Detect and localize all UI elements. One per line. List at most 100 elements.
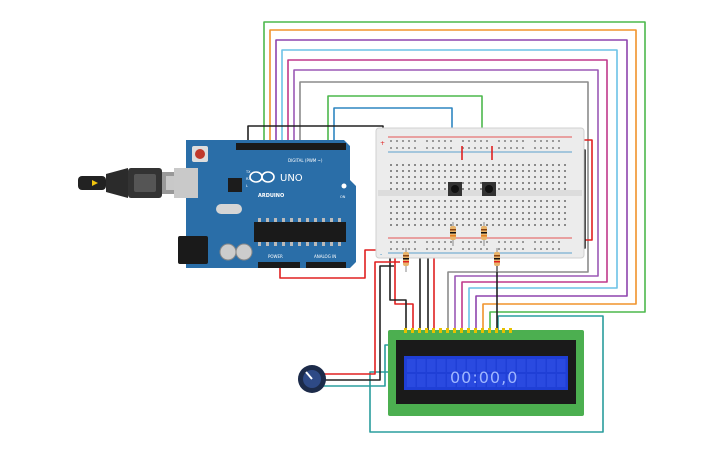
breadboard-hole[interactable] bbox=[552, 200, 554, 202]
rail-hole[interactable] bbox=[486, 147, 488, 149]
breadboard-hole[interactable] bbox=[462, 182, 464, 184]
rail-hole[interactable] bbox=[438, 147, 440, 149]
breadboard-hole[interactable] bbox=[540, 176, 542, 178]
rail-hole[interactable] bbox=[546, 147, 548, 149]
breadboard-hole[interactable] bbox=[534, 218, 536, 220]
breadboard-hole[interactable] bbox=[456, 200, 458, 202]
rail-hole[interactable] bbox=[534, 248, 536, 250]
breadboard-hole[interactable] bbox=[450, 206, 452, 208]
breadboard-hole[interactable] bbox=[492, 170, 494, 172]
rail-hole[interactable] bbox=[396, 140, 398, 142]
breadboard-hole[interactable] bbox=[432, 188, 434, 190]
breadboard-hole[interactable] bbox=[456, 212, 458, 214]
resistor-2[interactable] bbox=[481, 222, 487, 246]
rail-hole[interactable] bbox=[516, 140, 518, 142]
breadboard-hole[interactable] bbox=[504, 164, 506, 166]
breadboard-hole[interactable] bbox=[546, 176, 548, 178]
rail-hole[interactable] bbox=[438, 140, 440, 142]
breadboard-hole[interactable] bbox=[456, 170, 458, 172]
breadboard-hole[interactable] bbox=[510, 182, 512, 184]
breadboard-hole[interactable] bbox=[522, 170, 524, 172]
breadboard-hole[interactable] bbox=[516, 188, 518, 190]
breadboard-hole[interactable] bbox=[552, 188, 554, 190]
breadboard-hole[interactable] bbox=[540, 200, 542, 202]
breadboard-hole[interactable] bbox=[522, 182, 524, 184]
breadboard-hole[interactable] bbox=[468, 176, 470, 178]
lcd-pin-rw[interactable] bbox=[432, 328, 435, 333]
breadboard-hole[interactable] bbox=[534, 206, 536, 208]
breadboard-hole[interactable] bbox=[564, 188, 566, 190]
rail-hole[interactable] bbox=[498, 147, 500, 149]
breadboard-hole[interactable] bbox=[438, 200, 440, 202]
rail-hole[interactable] bbox=[480, 248, 482, 250]
breadboard-hole[interactable] bbox=[498, 206, 500, 208]
breadboard-hole[interactable] bbox=[414, 188, 416, 190]
breadboard-hole[interactable] bbox=[474, 188, 476, 190]
breadboard-hole[interactable] bbox=[432, 176, 434, 178]
rail-hole[interactable] bbox=[522, 241, 524, 243]
breadboard-hole[interactable] bbox=[522, 224, 524, 226]
rail-hole[interactable] bbox=[486, 241, 488, 243]
breadboard-hole[interactable] bbox=[516, 206, 518, 208]
breadboard-hole[interactable] bbox=[438, 188, 440, 190]
breadboard-hole[interactable] bbox=[540, 206, 542, 208]
breadboard-hole[interactable] bbox=[390, 170, 392, 172]
rail-hole[interactable] bbox=[504, 140, 506, 142]
breadboard-hole[interactable] bbox=[438, 170, 440, 172]
breadboard-hole[interactable] bbox=[492, 224, 494, 226]
breadboard-hole[interactable] bbox=[444, 182, 446, 184]
breadboard-hole[interactable] bbox=[390, 164, 392, 166]
breadboard-hole[interactable] bbox=[432, 164, 434, 166]
breadboard-hole[interactable] bbox=[516, 200, 518, 202]
breadboard-hole[interactable] bbox=[426, 182, 428, 184]
breadboard-hole[interactable] bbox=[498, 218, 500, 220]
wire-teal-lcd[interactable] bbox=[369, 315, 604, 433]
breadboard-hole[interactable] bbox=[492, 218, 494, 220]
rail-hole[interactable] bbox=[480, 147, 482, 149]
breadboard-hole[interactable] bbox=[516, 182, 518, 184]
rail-hole[interactable] bbox=[408, 147, 410, 149]
breadboard-hole[interactable] bbox=[522, 164, 524, 166]
lcd-pin-db3[interactable] bbox=[467, 328, 470, 333]
rail-hole[interactable] bbox=[504, 147, 506, 149]
breadboard-holes[interactable] bbox=[390, 140, 566, 250]
breadboard-hole[interactable] bbox=[510, 200, 512, 202]
breadboard-hole[interactable] bbox=[516, 176, 518, 178]
breadboard-hole[interactable] bbox=[408, 224, 410, 226]
rail-hole[interactable] bbox=[426, 241, 428, 243]
rail-hole[interactable] bbox=[414, 241, 416, 243]
rail-hole[interactable] bbox=[390, 147, 392, 149]
breadboard-hole[interactable] bbox=[414, 206, 416, 208]
breadboard-hole[interactable] bbox=[396, 224, 398, 226]
rail-hole[interactable] bbox=[444, 248, 446, 250]
breadboard-hole[interactable] bbox=[402, 206, 404, 208]
rail-hole[interactable] bbox=[390, 248, 392, 250]
lcd-module[interactable]: 00:00,0 bbox=[388, 328, 584, 416]
breadboard-hole[interactable] bbox=[468, 212, 470, 214]
breadboard-hole[interactable] bbox=[558, 200, 560, 202]
rail-hole[interactable] bbox=[558, 140, 560, 142]
rail-hole[interactable] bbox=[510, 147, 512, 149]
breadboard-hole[interactable] bbox=[510, 218, 512, 220]
breadboard-hole[interactable] bbox=[414, 218, 416, 220]
rail-hole[interactable] bbox=[432, 248, 434, 250]
breadboard-hole[interactable] bbox=[498, 200, 500, 202]
breadboard-hole[interactable] bbox=[516, 164, 518, 166]
rail-hole[interactable] bbox=[474, 147, 476, 149]
breadboard-hole[interactable] bbox=[516, 170, 518, 172]
breadboard-hole[interactable] bbox=[468, 188, 470, 190]
breadboard-hole[interactable] bbox=[558, 176, 560, 178]
rail-hole[interactable] bbox=[468, 241, 470, 243]
breadboard-hole[interactable] bbox=[522, 218, 524, 220]
breadboard-hole[interactable] bbox=[408, 164, 410, 166]
rail-hole[interactable] bbox=[402, 241, 404, 243]
breadboard-hole[interactable] bbox=[504, 188, 506, 190]
lcd-pin-db4[interactable] bbox=[474, 328, 477, 333]
breadboard-hole[interactable] bbox=[468, 182, 470, 184]
rail-hole[interactable] bbox=[450, 248, 452, 250]
rail-hole[interactable] bbox=[450, 147, 452, 149]
breadboard-hole[interactable] bbox=[564, 218, 566, 220]
breadboard-hole[interactable] bbox=[456, 218, 458, 220]
breadboard-hole[interactable] bbox=[480, 164, 482, 166]
breadboard-hole[interactable] bbox=[528, 218, 530, 220]
